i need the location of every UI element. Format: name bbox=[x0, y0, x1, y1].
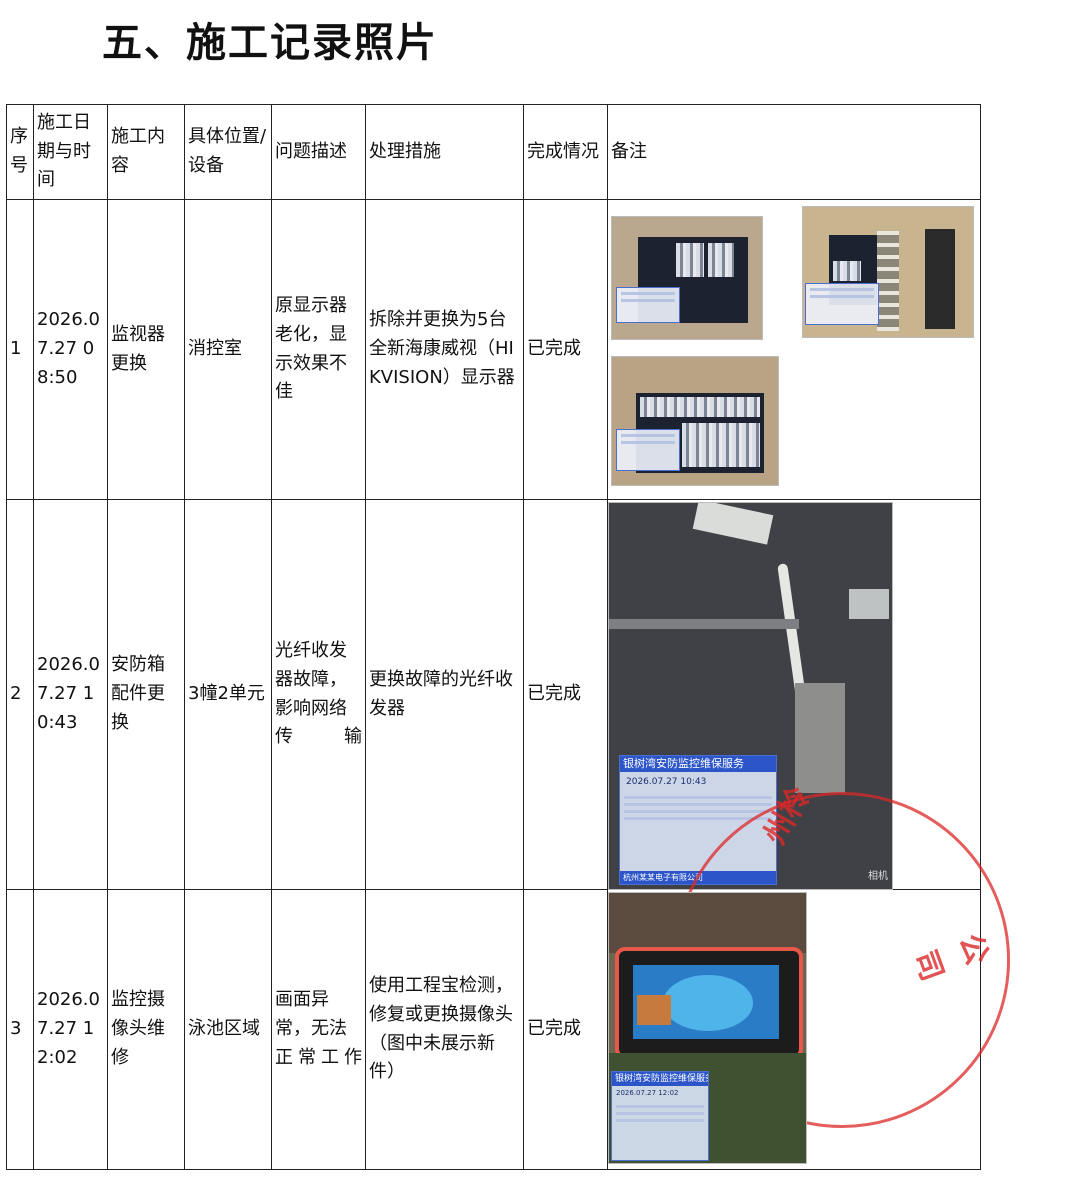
photo-pool-camera: 银树湾安防监控维保服务 2026.07.27 12:02 bbox=[608, 892, 807, 1164]
overlay-title: 银树湾安防监控维保服务 bbox=[612, 1072, 708, 1086]
row-no: 3 bbox=[6, 889, 34, 1170]
table-row: 2 2026.07.27 10:43 安防箱配件更换 3幢2单元 光纤收发器故障… bbox=[6, 499, 1010, 1128]
row-datetime: 2026.07.27 12:02 bbox=[33, 889, 108, 1170]
row-problem: 原显示器老化，显示效果不佳 bbox=[271, 199, 366, 500]
row-remark-photos: 银树湾安防监控维保服务 2026.07.27 10:43 杭州某某电子有限公司 … bbox=[607, 499, 1010, 1128]
header-problem: 问题描述 bbox=[271, 104, 366, 200]
table-row: 3 2026.07.27 12:02 监控摄像头维修 泳池区域 画面异常，无法正… bbox=[6, 889, 981, 1170]
row-status: 已完成 bbox=[523, 199, 608, 500]
row-status: 已完成 bbox=[523, 889, 608, 1170]
photo-monitor-wall-2 bbox=[611, 356, 779, 486]
table-row: 1 2026.07.27 08:50 监视器更换 消控室 原显示器老化，显示效果… bbox=[6, 199, 981, 500]
header-status: 完成情况 bbox=[523, 104, 608, 200]
header-datetime: 施工日期与时间 bbox=[33, 104, 108, 200]
row-datetime: 2026.07.27 10:43 bbox=[33, 499, 108, 890]
row-location: 消控室 bbox=[184, 199, 272, 500]
row-problem: 画面异常，无法正常工作 bbox=[271, 889, 366, 1170]
row-action: 拆除并更换为5台全新海康威视（HIKVISION）显示器 bbox=[365, 199, 524, 500]
row-location: 泳池区域 bbox=[184, 889, 272, 1170]
page-title: 五、施工记录照片 bbox=[102, 19, 438, 66]
overlay-title: 银树湾安防监控维保服务 bbox=[620, 756, 776, 772]
construction-record-table: 序号 施工日期与时间 施工内容 具体位置/设备 问题描述 处理措施 完成情况 备… bbox=[6, 104, 1010, 1170]
row-remark-photos bbox=[607, 199, 981, 500]
row-content: 安防箱配件更换 bbox=[107, 499, 185, 890]
header-no: 序号 bbox=[6, 104, 34, 200]
row-content: 监视器更换 bbox=[107, 199, 185, 500]
row-location: 3幢2单元 bbox=[184, 499, 272, 890]
photo-monitor-install bbox=[802, 206, 974, 338]
header-location: 具体位置/设备 bbox=[184, 104, 272, 200]
row-problem: 光纤收发器故障，影响网络传输 bbox=[271, 499, 366, 890]
row-action: 更换故障的光纤收发器 bbox=[365, 499, 524, 890]
row-datetime: 2026.07.27 08:50 bbox=[33, 199, 108, 500]
row-no: 1 bbox=[6, 199, 34, 500]
row-content: 监控摄像头维修 bbox=[107, 889, 185, 1170]
row-action: 使用工程宝检测，修复或更换摄像头（图中未展示新件） bbox=[365, 889, 524, 1170]
row-status: 已完成 bbox=[523, 499, 608, 890]
photo-monitor-wall-1 bbox=[611, 216, 763, 340]
row-remark-photos: 银树湾安防监控维保服务 2026.07.27 12:02 bbox=[607, 889, 981, 1170]
header-action: 处理措施 bbox=[365, 104, 524, 200]
header-content: 施工内容 bbox=[107, 104, 185, 200]
header-row: 序号 施工日期与时间 施工内容 具体位置/设备 问题描述 处理措施 完成情况 备… bbox=[6, 104, 981, 200]
row-no: 2 bbox=[6, 499, 34, 890]
header-remark: 备注 bbox=[607, 104, 981, 200]
overlay-time: 2026.07.27 10:43 bbox=[626, 777, 707, 787]
overlay-time: 2026.07.27 12:02 bbox=[616, 1089, 679, 1097]
